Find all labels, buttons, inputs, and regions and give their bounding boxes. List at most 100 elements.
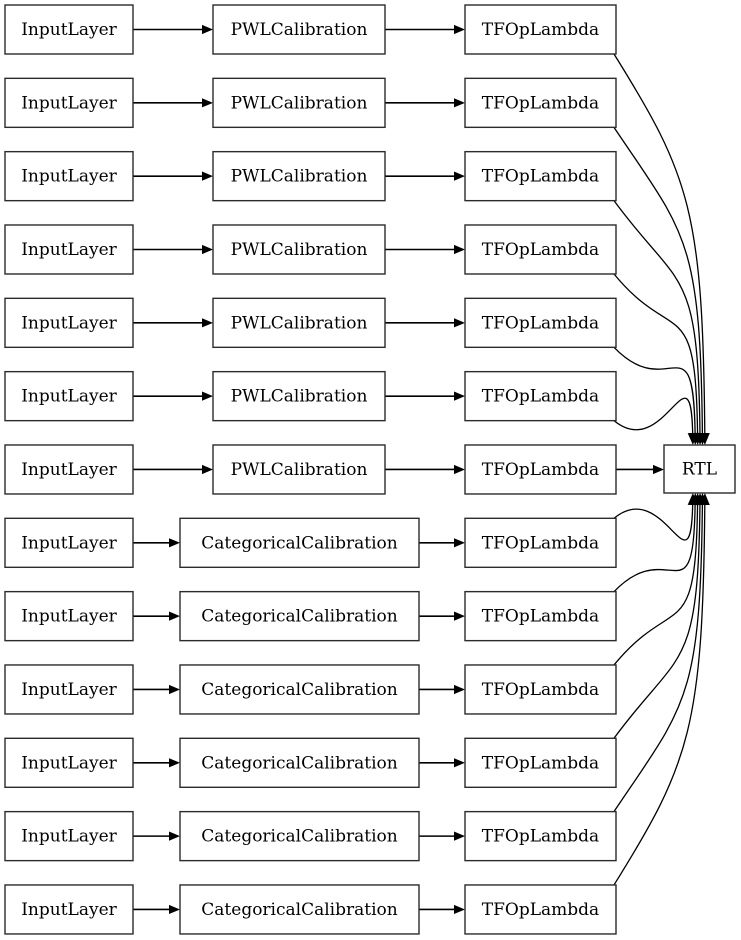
node-calibration-4[interactable]: PWLCalibration <box>212 224 386 275</box>
node-tfoplambda-2[interactable]: TFOpLambda <box>464 77 617 129</box>
node-input-layer-3[interactable]: InputLayer <box>4 150 134 202</box>
node-input-layer-13-box[interactable] <box>4 884 134 935</box>
node-calibration-8[interactable]: CategoricalCalibration <box>179 517 420 569</box>
node-input-layer-5[interactable]: InputLayer <box>4 297 134 349</box>
node-calibration-7[interactable]: PWLCalibration <box>212 444 386 495</box>
node-tfoplambda-1-box[interactable] <box>464 4 617 55</box>
node-calibration-3[interactable]: PWLCalibration <box>212 150 386 202</box>
node-tfoplambda-9[interactable]: TFOpLambda <box>464 590 617 642</box>
node-input-layer-7-box[interactable] <box>4 444 134 495</box>
node-input-layer-11[interactable]: InputLayer <box>4 737 134 788</box>
node-calibration-12-label: CategoricalCalibration <box>201 827 397 847</box>
node-calibration-13-box[interactable] <box>179 884 420 935</box>
node-calibration-10-box[interactable] <box>179 664 420 715</box>
node-tfoplambda-6-box[interactable] <box>464 370 617 422</box>
node-input-layer-1-box[interactable] <box>4 4 134 55</box>
node-calibration-4-box[interactable] <box>212 224 386 275</box>
node-input-layer-2[interactable]: InputLayer <box>4 77 134 129</box>
node-calibration-10[interactable]: CategoricalCalibration <box>179 664 420 715</box>
node-input-layer-5-box[interactable] <box>4 297 134 349</box>
node-tfoplambda-5-box[interactable] <box>464 297 617 349</box>
node-input-layer-3-box[interactable] <box>4 150 134 202</box>
node-input-layer-6-box[interactable] <box>4 370 134 422</box>
edge-lambda-to-rtl-9-curve <box>613 503 696 593</box>
node-tfoplambda-5[interactable]: TFOpLambda <box>464 297 617 349</box>
node-tfoplambda-8[interactable]: TFOpLambda <box>464 517 617 569</box>
node-tfoplambda-4-box[interactable] <box>464 224 617 275</box>
node-input-layer-8-box[interactable] <box>4 517 134 569</box>
node-tfoplambda-3[interactable]: TFOpLambda <box>464 150 617 202</box>
node-input-layer-2-label: InputLayer <box>21 93 117 113</box>
node-input-layer-10[interactable]: InputLayer <box>4 664 134 715</box>
node-tfoplambda-9-box[interactable] <box>464 590 617 642</box>
node-calibration-6-box[interactable] <box>212 370 386 422</box>
node-tfoplambda-3-label: TFOpLambda <box>482 167 599 187</box>
node-calibration-3-box[interactable] <box>212 150 386 202</box>
node-calibration-8-box[interactable] <box>179 517 420 569</box>
node-calibration-13[interactable]: CategoricalCalibration <box>179 884 420 935</box>
node-calibration-1-box[interactable] <box>212 4 386 55</box>
node-tfoplambda-3-box[interactable] <box>464 150 617 202</box>
node-input-layer-7-label: InputLayer <box>21 460 117 480</box>
node-tfoplambda-7[interactable]: TFOpLambda <box>464 444 617 495</box>
node-tfoplambda-10-box[interactable] <box>464 664 617 715</box>
node-calibration-6[interactable]: PWLCalibration <box>212 370 386 422</box>
node-tfoplambda-11-box[interactable] <box>464 737 617 788</box>
node-calibration-5-box[interactable] <box>212 297 386 349</box>
node-rtl-output[interactable]: RTL <box>663 444 736 494</box>
node-tfoplambda-1[interactable]: TFOpLambda <box>464 4 617 55</box>
node-input-layer-7[interactable]: InputLayer <box>4 444 134 495</box>
node-tfoplambda-7-box[interactable] <box>464 444 617 495</box>
node-tfoplambda-12-label: TFOpLambda <box>482 827 599 847</box>
node-input-layer-13-label: InputLayer <box>21 900 117 920</box>
node-tfoplambda-10[interactable]: TFOpLambda <box>464 664 617 715</box>
node-calibration-1[interactable]: PWLCalibration <box>212 4 386 55</box>
node-input-layer-4[interactable]: InputLayer <box>4 224 134 275</box>
node-calibration-9[interactable]: CategoricalCalibration <box>179 590 420 642</box>
node-calibration-12[interactable]: CategoricalCalibration <box>179 810 420 862</box>
node-calibration-11-box[interactable] <box>179 737 420 788</box>
edge-input-to-calibration-3-arrowhead <box>202 171 213 181</box>
node-input-layer-11-box[interactable] <box>4 737 134 788</box>
node-input-layer-1-label: InputLayer <box>21 20 117 40</box>
edge-calibration-to-lambda-6-arrowhead <box>454 391 465 401</box>
node-tfoplambda-8-box[interactable] <box>464 517 617 569</box>
node-calibration-9-box[interactable] <box>179 590 420 642</box>
node-input-layer-10-box[interactable] <box>4 664 134 715</box>
node-rtl-output-box[interactable] <box>663 444 736 494</box>
node-tfoplambda-4[interactable]: TFOpLambda <box>464 224 617 275</box>
node-calibration-5[interactable]: PWLCalibration <box>212 297 386 349</box>
node-tfoplambda-12[interactable]: TFOpLambda <box>464 810 617 862</box>
node-input-layer-11-label: InputLayer <box>21 753 117 773</box>
node-calibration-11[interactable]: CategoricalCalibration <box>179 737 420 788</box>
edge-lambda-to-rtl-2-curve <box>613 126 704 435</box>
node-input-layer-10-label: InputLayer <box>21 680 117 700</box>
node-input-layer-12[interactable]: InputLayer <box>4 810 134 862</box>
node-input-layer-12-box[interactable] <box>4 810 134 862</box>
node-tfoplambda-13-box[interactable] <box>464 884 617 935</box>
node-tfoplambda-2-box[interactable] <box>464 77 617 129</box>
node-tfoplambda-12-box[interactable] <box>464 810 617 862</box>
node-tfoplambda-6[interactable]: TFOpLambda <box>464 370 617 422</box>
node-tfoplambda-2-label: TFOpLambda <box>482 93 599 113</box>
node-input-layer-13[interactable]: InputLayer <box>4 884 134 935</box>
node-calibration-8-label: CategoricalCalibration <box>201 533 397 553</box>
node-tfoplambda-13-label: TFOpLambda <box>482 900 599 920</box>
node-tfoplambda-13[interactable]: TFOpLambda <box>464 884 617 935</box>
node-calibration-12-box[interactable] <box>179 810 420 862</box>
node-tfoplambda-11-label: TFOpLambda <box>482 753 599 773</box>
node-calibration-2-box[interactable] <box>212 77 386 129</box>
node-calibration-7-box[interactable] <box>212 444 386 495</box>
node-input-layer-1[interactable]: InputLayer <box>4 4 134 55</box>
node-tfoplambda-11[interactable]: TFOpLambda <box>464 737 617 788</box>
node-input-layer-9-box[interactable] <box>4 590 134 642</box>
node-input-layer-6[interactable]: InputLayer <box>4 370 134 422</box>
node-input-layer-8[interactable]: InputLayer <box>4 517 134 569</box>
node-calibration-2-label: PWLCalibration <box>231 93 368 113</box>
node-input-layer-5-label: InputLayer <box>21 313 117 333</box>
node-calibration-2[interactable]: PWLCalibration <box>212 77 386 129</box>
node-input-layer-4-box[interactable] <box>4 224 134 275</box>
node-input-layer-9[interactable]: InputLayer <box>4 590 134 642</box>
node-input-layer-2-box[interactable] <box>4 77 134 129</box>
